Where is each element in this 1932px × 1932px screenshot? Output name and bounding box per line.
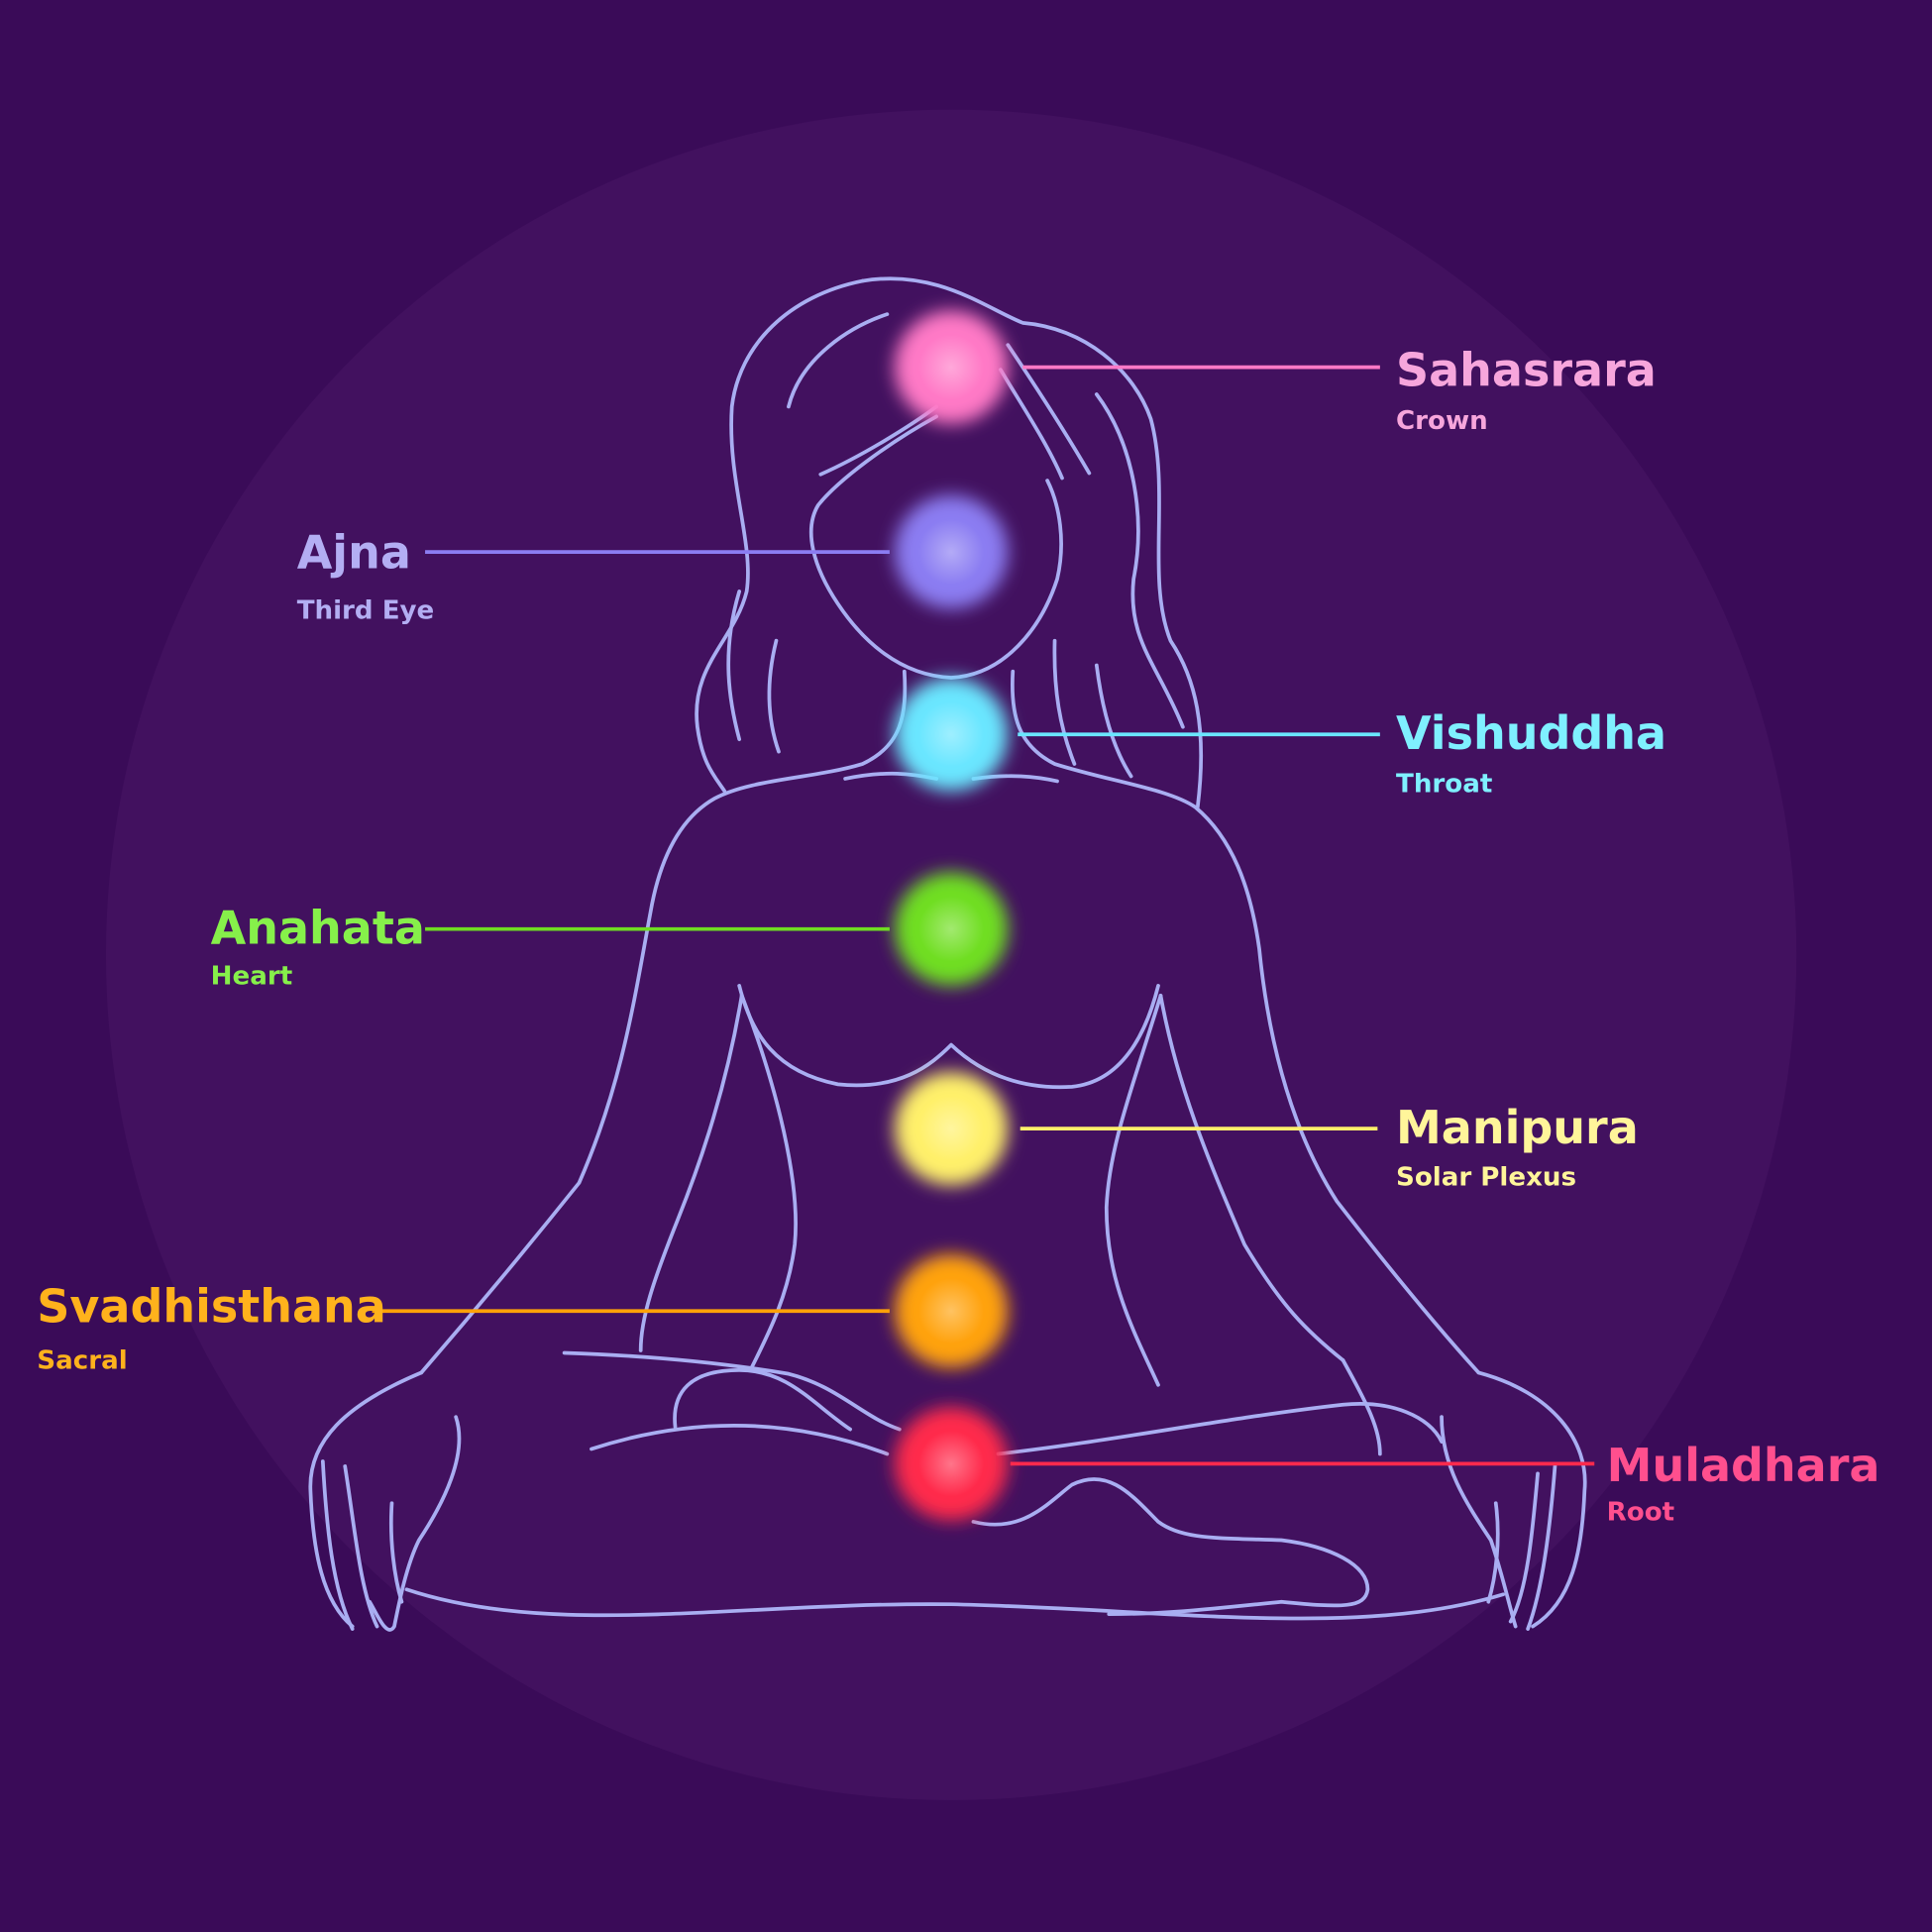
chakra-meaning-solar-plexus: Solar Plexus <box>1396 1162 1576 1192</box>
chakra-meaning-third-eye: Third Eye <box>297 595 435 625</box>
chakra-meaning-sacral: Sacral <box>37 1346 127 1376</box>
chakra-meaning-heart: Heart <box>211 962 293 992</box>
chakra-orb-highlight-ajna <box>904 504 999 599</box>
chakra-meaning-root: Root <box>1607 1498 1674 1528</box>
chakra-orb-highlight-muladhara <box>904 1417 999 1511</box>
chakra-labels: Sahasrara Crown Ajna Third Eye Vishuddha… <box>37 343 1879 1527</box>
chakra-name-sahasrara: Sahasrara <box>1396 343 1657 396</box>
chakra-name-vishuddha: Vishuddha <box>1396 706 1666 760</box>
chakra-name-ajna: Ajna <box>297 525 411 579</box>
chakra-name-anahata: Anahata <box>211 902 425 955</box>
chakra-name-svadhisthana: Svadhisthana <box>37 1279 386 1333</box>
chakra-orb-highlight-sahasrara <box>904 320 999 414</box>
chakra-meaning-crown: Crown <box>1396 406 1488 436</box>
chakra-orb-highlight-svadhisthana <box>904 1263 999 1358</box>
chakra-name-muladhara: Muladhara <box>1607 1439 1880 1492</box>
meditating-figure-outline <box>308 276 1587 1632</box>
chakra-orb-highlight-manipura <box>904 1081 999 1176</box>
chakra-orb-highlight-vishuddha <box>904 687 999 782</box>
chakra-layer <box>372 310 1595 1521</box>
chakra-orb-highlight-anahata <box>904 882 999 976</box>
chakra-name-manipura: Manipura <box>1396 1101 1639 1154</box>
chakra-meaning-throat: Throat <box>1396 770 1492 800</box>
